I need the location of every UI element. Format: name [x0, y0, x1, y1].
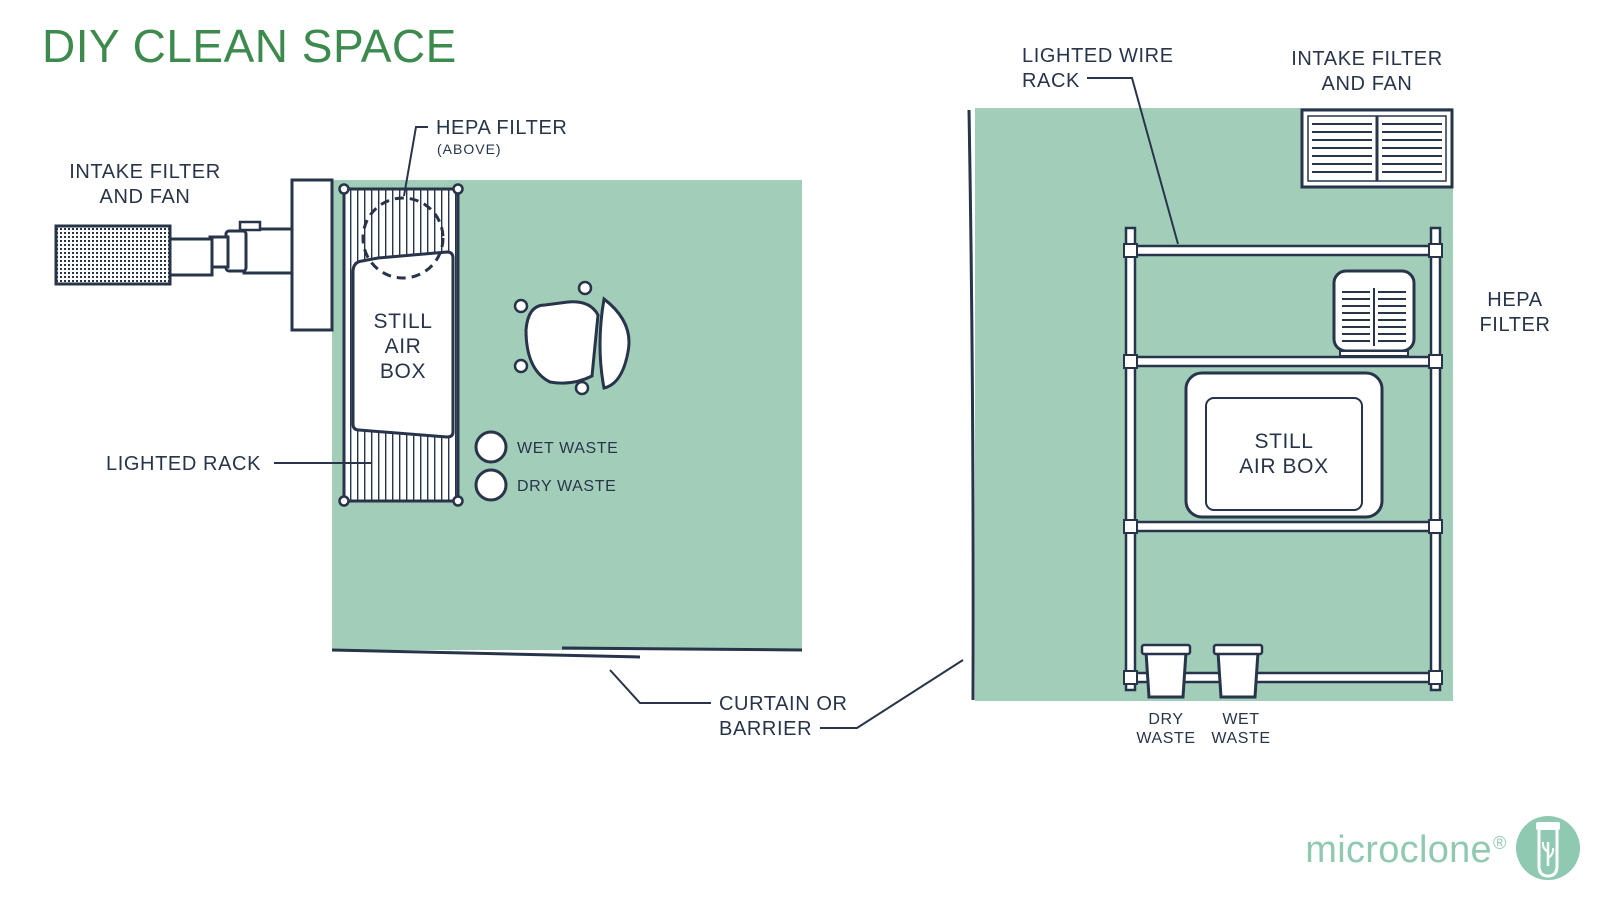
rack-shelf	[1131, 520, 1435, 533]
curtain-leader-left	[609, 669, 711, 704]
dry-waste-bin-icon	[474, 468, 508, 502]
intake-filter-fan-unit	[54, 178, 334, 332]
curtain-edge	[967, 109, 975, 701]
chair-icon	[513, 280, 631, 396]
wall-intake-vent	[1300, 108, 1454, 189]
hepa-filter-unit	[1332, 269, 1416, 357]
fan-body	[242, 227, 294, 275]
still-air-box-front-label-line2: AIR BOX	[1239, 455, 1328, 478]
wall-intake-label-line2: AND FAN	[1322, 73, 1413, 95]
curtain-label-line2: BARRIER	[719, 718, 812, 740]
intake-filter-label-line1: INTAKE FILTER	[69, 161, 221, 183]
rack-post	[452, 495, 464, 507]
fan-clamp	[238, 220, 262, 232]
rack-post	[338, 183, 350, 195]
still-air-box-front-view	[1184, 371, 1384, 519]
hepa-label-line1: HEPA	[1487, 289, 1542, 311]
still-air-box-lid	[1205, 397, 1363, 511]
dry-waste-label-line2: WASTE	[1136, 730, 1195, 747]
floor-plan-view: STILL AIR BOX WET WASTE DRY WASTE INTAKE…	[54, 117, 803, 659]
page-title: DIY CLEAN SPACE	[42, 20, 457, 72]
still-air-box-label-line1: STILL	[373, 310, 432, 333]
still-air-box-label-line2: AIR	[385, 335, 422, 358]
brand-registered-mark: ®	[1493, 833, 1506, 853]
dry-waste-label-line1: DRY	[1148, 711, 1183, 728]
wet-waste-label-line1: WET	[1222, 711, 1259, 728]
intake-filter-label-line2: AND FAN	[100, 186, 191, 208]
rack-post	[338, 495, 350, 507]
lighted-wire-rack	[1123, 226, 1443, 692]
wire-rack-label-line2: RACK	[1022, 70, 1080, 92]
hepa-filter-above-label: (ABOVE)	[437, 141, 502, 157]
wet-waste-bin-icon	[474, 430, 508, 464]
duct-pipe	[168, 237, 214, 277]
curtain-leader-right	[820, 659, 964, 729]
wire-rack-label-line1: LIGHTED WIRE	[1022, 45, 1174, 67]
rack-post	[452, 183, 464, 195]
wet-waste-bucket-icon	[1212, 643, 1264, 699]
wet-waste-label: WET WASTE	[517, 440, 618, 457]
lighted-rack-label: LIGHTED RACK	[106, 453, 261, 475]
intake-filter	[54, 224, 172, 286]
still-air-box-label-line3: BOX	[380, 360, 426, 383]
hepa-leader-line	[403, 126, 428, 197]
still-air-box-top-view	[351, 250, 455, 439]
curtain-callout: CURTAIN OR BARRIER	[609, 659, 964, 740]
wire-rack-leader-line	[1087, 77, 1179, 245]
hepa-filter-label: HEPA FILTER	[436, 117, 567, 139]
rack-shelf	[1131, 244, 1435, 257]
wall-vent-plate	[290, 178, 334, 332]
rack-upright	[1429, 226, 1442, 692]
curtain-line-overlap	[561, 646, 803, 652]
test-tube-logo-icon	[1516, 816, 1580, 880]
hepa-filter-above-outline	[361, 196, 445, 280]
curtain-line	[331, 648, 641, 659]
brand-name: microclone	[1305, 829, 1492, 871]
dry-waste-bucket-icon	[1140, 643, 1192, 699]
rack-upright	[1124, 226, 1137, 692]
dry-waste-label: DRY WASTE	[517, 478, 616, 495]
still-air-box-front-label-line1: STILL	[1254, 430, 1313, 453]
brand-footer: microclone ®	[1305, 816, 1580, 880]
rack-shelf	[1131, 355, 1435, 368]
wet-waste-label-line2: WASTE	[1211, 730, 1270, 747]
curtain-label-line1: CURTAIN OR	[719, 693, 848, 715]
wall-intake-label-line1: INTAKE FILTER	[1291, 48, 1443, 70]
elevation-view: STILL AIR BOX DRY WASTE WET WASTE LIGHTE…	[967, 45, 1550, 747]
hepa-label-line2: FILTER	[1479, 314, 1550, 336]
